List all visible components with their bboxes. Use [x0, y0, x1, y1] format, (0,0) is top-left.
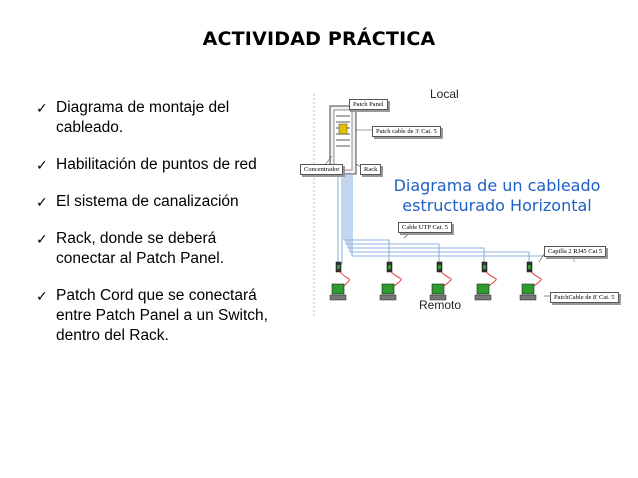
bullet-item: ✓ Rack, donde se deberá conectar al Patc… — [36, 229, 256, 269]
rack-label: Rack — [360, 164, 382, 175]
diagram-title: Diagrama de un cableado estructurado Hor… — [382, 176, 612, 216]
bullet-item: ✓ Habilitación de puntos de red — [36, 155, 306, 175]
bullet-text: Patch Cord que se conectará entre Patch … — [56, 287, 268, 344]
capilla-label: Capilla 2 RJ45 Cat 5 — [544, 246, 607, 257]
patch-cable-bottom-label: PatchCable de 8' Cat. 5 — [550, 292, 619, 303]
checkmark-icon: ✓ — [36, 158, 48, 174]
remote-label: Remoto — [419, 298, 462, 312]
bullet-text: Rack, donde se deberá conectar al Patch … — [56, 230, 225, 267]
cable-utp-label: Cable UTP Cat. 5 — [398, 222, 452, 233]
concentrador-label: Concentrador — [300, 164, 344, 175]
bullet-list: ✓ Diagrama de montaje del cableado. ✓ Ha… — [36, 98, 306, 363]
bullet-text: Habilitación de puntos de red — [56, 156, 257, 173]
bullet-item: ✓ Patch Cord que se conectará entre Patc… — [36, 286, 296, 346]
checkmark-icon: ✓ — [36, 101, 48, 117]
diagram-lines — [313, 94, 575, 316]
cabling-diagram: Local Remoto Patch Panel Patch cable de … — [294, 86, 624, 318]
patch-panel-label: Patch Panel — [349, 99, 388, 110]
patch-cable-top-label: Patch cable de 3' Cat. 5 — [372, 126, 441, 137]
bullet-text: Diagrama de montaje del cableado. — [56, 99, 230, 136]
bullet-item: ✓ El sistema de canalización — [36, 192, 306, 212]
diagram-title-line1: Diagrama de un cableado — [393, 176, 601, 195]
checkmark-icon: ✓ — [36, 232, 48, 248]
page-title: ACTIVIDAD PRÁCTICA — [202, 28, 436, 50]
diagram-title-line2: estructurado Horizontal — [402, 196, 592, 215]
bullet-item: ✓ Diagrama de montaje del cableado. — [36, 98, 246, 138]
checkmark-icon: ✓ — [36, 289, 48, 305]
local-label: Local — [430, 87, 459, 101]
checkmark-icon: ✓ — [36, 195, 48, 211]
bullet-text: El sistema de canalización — [56, 193, 239, 210]
